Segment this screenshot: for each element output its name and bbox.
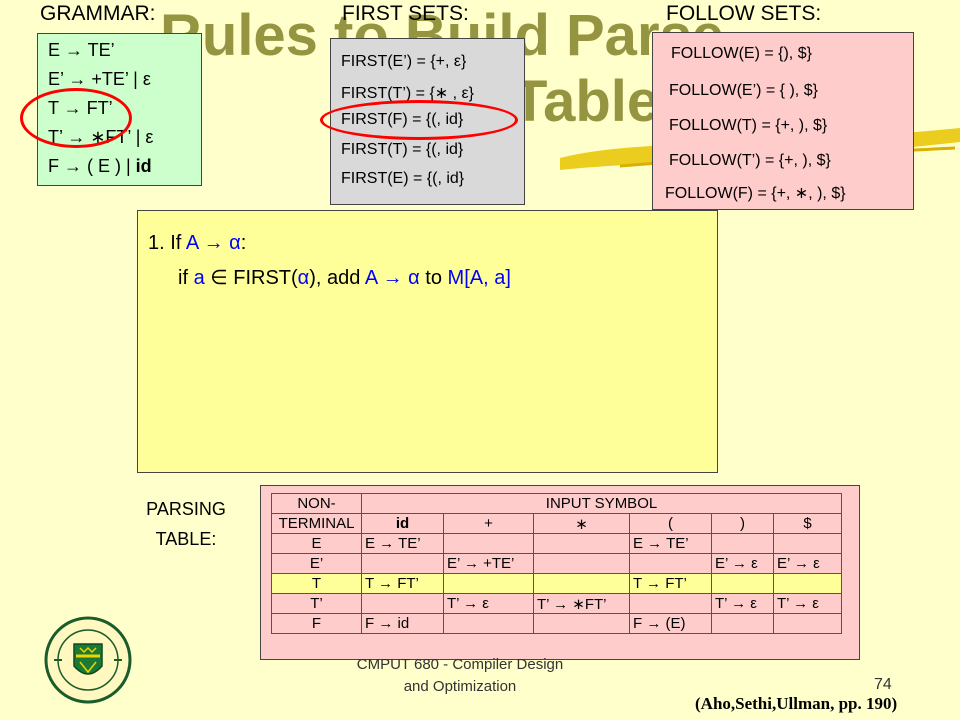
table-cell: E → TE’ [361, 533, 444, 554]
parsing-table: NON- INPUT SYMBOL TERMINAL id + ∗ ( ) $ … [271, 493, 842, 634]
parsing-label-line2: TABLE: [155, 529, 217, 549]
first-set: FIRST(T) = {(, id} [341, 141, 464, 158]
table-cell [773, 533, 842, 554]
symbol-header: ( [629, 513, 712, 534]
table-cell [711, 533, 774, 554]
rule-number: 1. If [148, 232, 186, 254]
table-cell [443, 613, 534, 634]
follow-set: FOLLOW(T) = {+, ), $} [669, 117, 828, 134]
table-cell [533, 613, 630, 634]
title-line2: Table [512, 69, 660, 134]
page-number: 74 [874, 676, 892, 693]
symbol-header: $ [773, 513, 842, 534]
rule-if: if [178, 267, 194, 289]
symbol-header: id [361, 513, 444, 534]
table-cell [711, 573, 774, 594]
table-cell: T’ → ε [711, 593, 774, 614]
nonterminal-cell: T [271, 573, 362, 594]
table-cell [361, 553, 444, 574]
nonterminal-header-bottom: TERMINAL [271, 513, 362, 534]
table-cell: E’ → ε [773, 553, 842, 574]
input-symbol-header: INPUT SYMBOL [361, 493, 842, 514]
first-sets-header: FIRST SETS: [342, 2, 469, 25]
parsing-label-line1: PARSING [146, 499, 226, 519]
symbol-header: ) [711, 513, 774, 534]
table-cell [533, 533, 630, 554]
rule-production: A → α [364, 267, 420, 289]
rule-add: ), add [309, 267, 365, 289]
table-cell [443, 533, 534, 554]
table-cell: F → id [361, 613, 444, 634]
table-cell [773, 573, 842, 594]
follow-set: FOLLOW(E) = {), $} [671, 45, 812, 62]
rule-terminal-a: a [193, 267, 205, 289]
first-set: FIRST(E) = {(, id} [341, 170, 465, 187]
table-cell: E’ → +TE’ [443, 553, 534, 574]
rule-box: 1. If A → α: if a ∈ FIRST(α), add A → α … [137, 210, 718, 473]
parsing-table-box: NON- INPUT SYMBOL TERMINAL id + ∗ ( ) $ … [260, 485, 860, 660]
rule-colon: : [240, 232, 247, 254]
rule-line2: if a ∈ FIRST(α), add A → α to M[A, a] [178, 265, 511, 290]
follow-sets-header: FOLLOW SETS: [666, 2, 822, 25]
nonterminal-cell: E [271, 533, 362, 554]
grammar-rule: F → ( E ) | [48, 156, 136, 176]
table-row: T’ T’ → ε T’ → ∗FT’ T’ → ε T’ → ε [271, 593, 842, 614]
grammar-id-token: id [135, 156, 152, 176]
highlight-circle-first [320, 100, 518, 140]
table-cell: T → FT’ [629, 573, 712, 594]
table-cell [773, 613, 842, 634]
parsing-table-label: PARSING TABLE: [128, 494, 244, 554]
grammar-header: GRAMMAR: [40, 2, 156, 25]
citation: (Aho,Sethi,Ullman, pp. 190) [695, 694, 898, 713]
nonterminal-cell: E’ [271, 553, 362, 574]
nonterminal-cell: T’ [271, 593, 362, 614]
table-symbol-row: TERMINAL id + ∗ ( ) $ [271, 513, 842, 534]
highlight-circle-grammar [20, 88, 132, 148]
rule-condition: A → α [185, 232, 241, 254]
table-cell [533, 573, 630, 594]
follow-set: FOLLOW(T’) = {+, ), $} [669, 152, 831, 169]
table-cell: E → TE’ [629, 533, 712, 554]
first-set: FIRST(T’) = {∗ , ε} [341, 85, 474, 102]
table-cell: T’ → ε [773, 593, 842, 614]
table-cell [629, 553, 712, 574]
table-cell [711, 613, 774, 634]
first-set: FIRST(E’) = {+, ε} [341, 53, 467, 70]
rule-table-entry: M[A, a] [447, 267, 511, 289]
footer-line2: and Optimization [403, 678, 517, 695]
table-cell: T’ → ∗FT’ [533, 593, 630, 614]
table-cell: T’ → ε [443, 593, 534, 614]
follow-set: FOLLOW(F) = {+, ∗, ), $} [665, 185, 846, 202]
table-cell: T → FT’ [361, 573, 444, 594]
table-row: E E → TE’ E → TE’ [271, 533, 842, 554]
slide-footer: CMPUT 680 - Compiler Design and Optimiza… [300, 654, 620, 698]
nonterminal-cell: F [271, 613, 362, 634]
grammar-rule-last: F → ( E ) | id [48, 156, 152, 177]
table-cell [361, 593, 444, 614]
footer-line1: CMPUT 680 - Compiler Design [356, 656, 564, 673]
table-cell [629, 593, 712, 614]
grammar-rule: E’ → +TE’ | ε [48, 69, 151, 89]
table-cell: F → (E) [629, 613, 712, 634]
rule-line1: 1. If A → α: [148, 232, 246, 255]
table-row: F F → id F → (E) [271, 613, 842, 634]
table-row-highlighted: T T → FT’ T → FT’ [271, 573, 842, 594]
university-seal-logo [44, 616, 132, 704]
rule-alpha: α [297, 267, 310, 289]
follow-sets-box: FOLLOW(E) = {), $} FOLLOW(E’) = { ), $} … [652, 32, 914, 210]
table-row: E’ E’ → +TE’ E’ → ε E’ → ε [271, 553, 842, 574]
rule-to: to [419, 267, 448, 289]
table-cell: E’ → ε [711, 553, 774, 574]
table-cell [533, 553, 630, 574]
symbol-header: + [443, 513, 534, 534]
table-header-row: NON- INPUT SYMBOL [271, 493, 842, 514]
follow-set: FOLLOW(E’) = { ), $} [669, 82, 818, 99]
symbol-header: ∗ [533, 513, 630, 534]
rule-in-first: ∈ FIRST( [204, 267, 298, 289]
grammar-rule: E → TE’ [48, 40, 115, 60]
nonterminal-header-top: NON- [271, 493, 362, 514]
table-cell [443, 573, 534, 594]
